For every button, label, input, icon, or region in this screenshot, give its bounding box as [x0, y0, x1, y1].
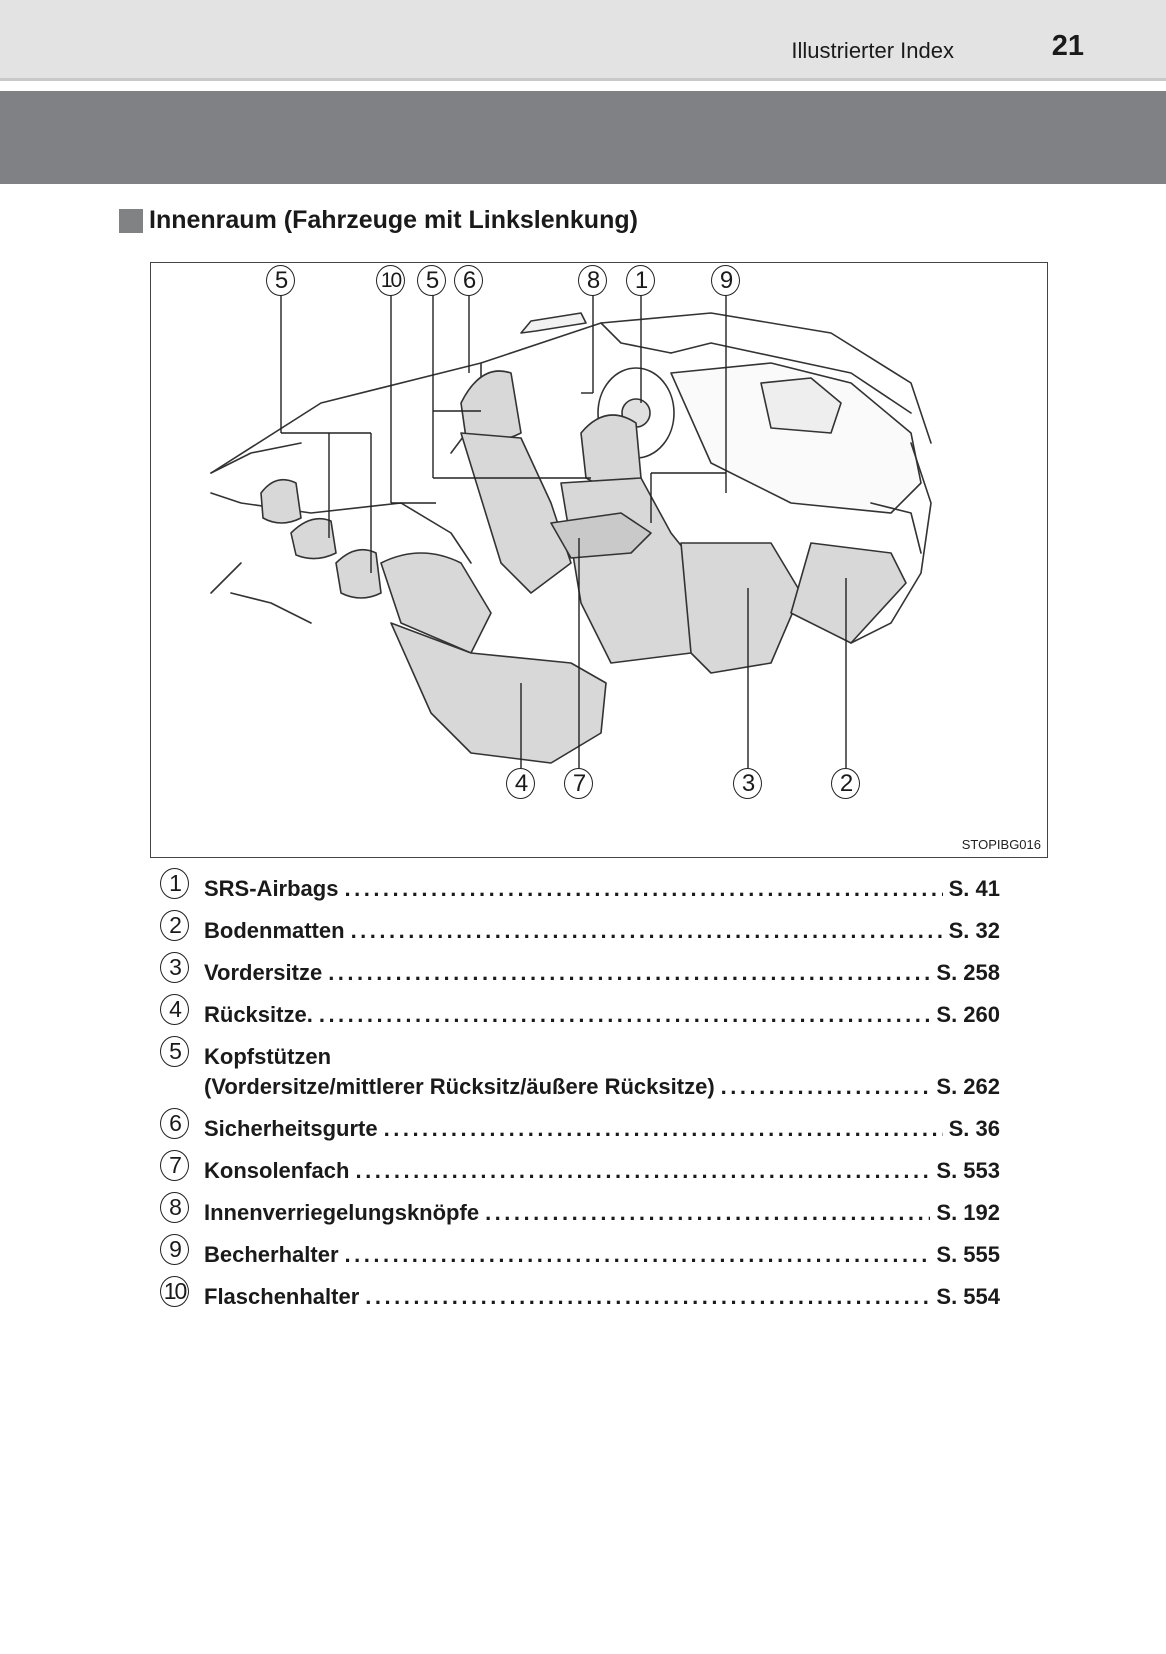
index-page[interactable]: S. 553: [936, 1158, 1000, 1183]
leader-dots: ........................................…: [344, 1242, 931, 1267]
index-entry: Flaschenhalter..........................…: [204, 1284, 1000, 1310]
header-bar: [0, 0, 1166, 78]
index-row: 4 Rücksitze.............................…: [160, 994, 1000, 1036]
figure-code: STOPIBG016: [961, 837, 1041, 852]
index-name: Becherhalter: [204, 1242, 339, 1267]
index-row: 6 Sicherheitsgurte......................…: [160, 1108, 1000, 1150]
index-page[interactable]: S. 258: [936, 960, 1000, 985]
callout-top-6: 6: [454, 265, 483, 296]
callout-top-10: 10: [376, 265, 405, 296]
leader-dots: ........................................…: [344, 876, 942, 901]
index-page[interactable]: S. 192: [936, 1200, 1000, 1225]
car-interior-drawing: [210, 291, 932, 768]
callout-bottom-3: 3: [733, 768, 762, 799]
index-row: 1 SRS-Airbags...........................…: [160, 868, 1000, 910]
index-name: Rücksitze.: [204, 1002, 313, 1027]
index-page[interactable]: S. 41: [948, 876, 1000, 901]
leader-dots: ........................................…: [383, 1116, 943, 1141]
index-number: 1: [160, 868, 189, 899]
callout-bottom-2: 2: [831, 768, 860, 799]
chapter-band: [0, 91, 1166, 184]
index-name: Kopfstützen: [204, 1044, 332, 1069]
callout-bottom-7: 7: [564, 768, 593, 799]
index-row: 8 Innenverriegelungsknöpfe..............…: [160, 1192, 1000, 1234]
index-name: Flaschenhalter: [204, 1284, 360, 1309]
index-entry: Becherhalter............................…: [204, 1242, 1000, 1268]
index-entry: Innenverriegelungsknöpfe................…: [204, 1200, 1000, 1226]
page-number: 21: [1051, 30, 1084, 62]
index-name: Innenverriegelungsknöpfe: [204, 1200, 480, 1225]
index-number: 10: [160, 1276, 189, 1307]
index-page[interactable]: S. 32: [948, 918, 1000, 943]
callout-top-9: 9: [711, 265, 740, 296]
index-name: Vordersitze: [204, 960, 323, 985]
index-name: Bodenmatten: [204, 918, 345, 943]
index-name: Sicherheitsgurte: [204, 1116, 378, 1141]
section-heading-text: Innenraum (Fahrzeuge mit Linkslenkung): [149, 206, 638, 234]
index-entry: (Vordersitze/mittlerer Rücksitz/äußere R…: [204, 1074, 1000, 1100]
interior-illustration: 5 10 5 6 8 1 9 4 7 3 2 STOPIBG016: [150, 262, 1048, 858]
index-page[interactable]: S. 36: [948, 1116, 1000, 1141]
callout-top-1: 1: [626, 265, 655, 296]
index-number: 3: [160, 952, 189, 983]
index-entry: Rücksitze...............................…: [204, 1002, 1000, 1028]
header-section-title: Illustrierter Index: [791, 38, 954, 63]
index-entry: Vordersitze.............................…: [204, 960, 1000, 986]
index-number: 7: [160, 1150, 189, 1181]
leader-dots: ........................................…: [720, 1074, 931, 1099]
heading-square-icon: [119, 208, 143, 233]
callout-bottom-4: 4: [506, 768, 535, 799]
index-name-detail: (Vordersitze/mittlerer Rücksitz/äußere R…: [204, 1074, 715, 1099]
index-number: 6: [160, 1108, 189, 1139]
index-page[interactable]: S. 262: [936, 1074, 1000, 1099]
index-number: 5: [160, 1036, 189, 1067]
leader-dots: ........................................…: [365, 1284, 930, 1309]
index-list: 1 SRS-Airbags...........................…: [160, 868, 1000, 1318]
index-row: 2 Bodenmatten...........................…: [160, 910, 1000, 952]
index-page[interactable]: S. 555: [936, 1242, 1000, 1267]
index-number: 2: [160, 910, 189, 941]
leader-dots: ........................................…: [318, 1002, 931, 1027]
index-entry: SRS-Airbags.............................…: [204, 876, 1000, 902]
index-name: Konsolenfach: [204, 1158, 350, 1183]
callout-top-8: 8: [578, 265, 607, 296]
leader-dots: ........................................…: [485, 1200, 930, 1225]
leader-dots: ........................................…: [328, 960, 930, 985]
index-row: 9 Becherhalter..........................…: [160, 1234, 1000, 1276]
index-row: 7 Konsolenfach..........................…: [160, 1150, 1000, 1192]
section-heading: Innenraum (Fahrzeuge mit Linkslenkung): [119, 206, 638, 235]
index-entry: Bodenmatten.............................…: [204, 918, 1000, 944]
index-number: 4: [160, 994, 189, 1025]
index-page[interactable]: S. 260: [936, 1002, 1000, 1027]
leader-dots: ........................................…: [355, 1158, 930, 1183]
index-row: 5 Kopfstützen (Vordersitze/mittlerer Rüc…: [160, 1036, 1000, 1108]
index-number: 9: [160, 1234, 189, 1265]
index-entry: Sicherheitsgurte........................…: [204, 1116, 1000, 1142]
header-divider: [0, 78, 1166, 81]
index-row: 10 Flaschenhalter.......................…: [160, 1276, 1000, 1318]
callout-top-5-right: 5: [417, 265, 446, 296]
index-page[interactable]: S. 554: [936, 1284, 1000, 1309]
index-name: SRS-Airbags: [204, 876, 339, 901]
index-row: 3 Vordersitze...........................…: [160, 952, 1000, 994]
callout-top-5-left: 5: [266, 265, 295, 296]
index-number: 8: [160, 1192, 189, 1223]
leader-dots: ........................................…: [350, 918, 943, 943]
index-entry: Konsolenfach............................…: [204, 1158, 1000, 1184]
